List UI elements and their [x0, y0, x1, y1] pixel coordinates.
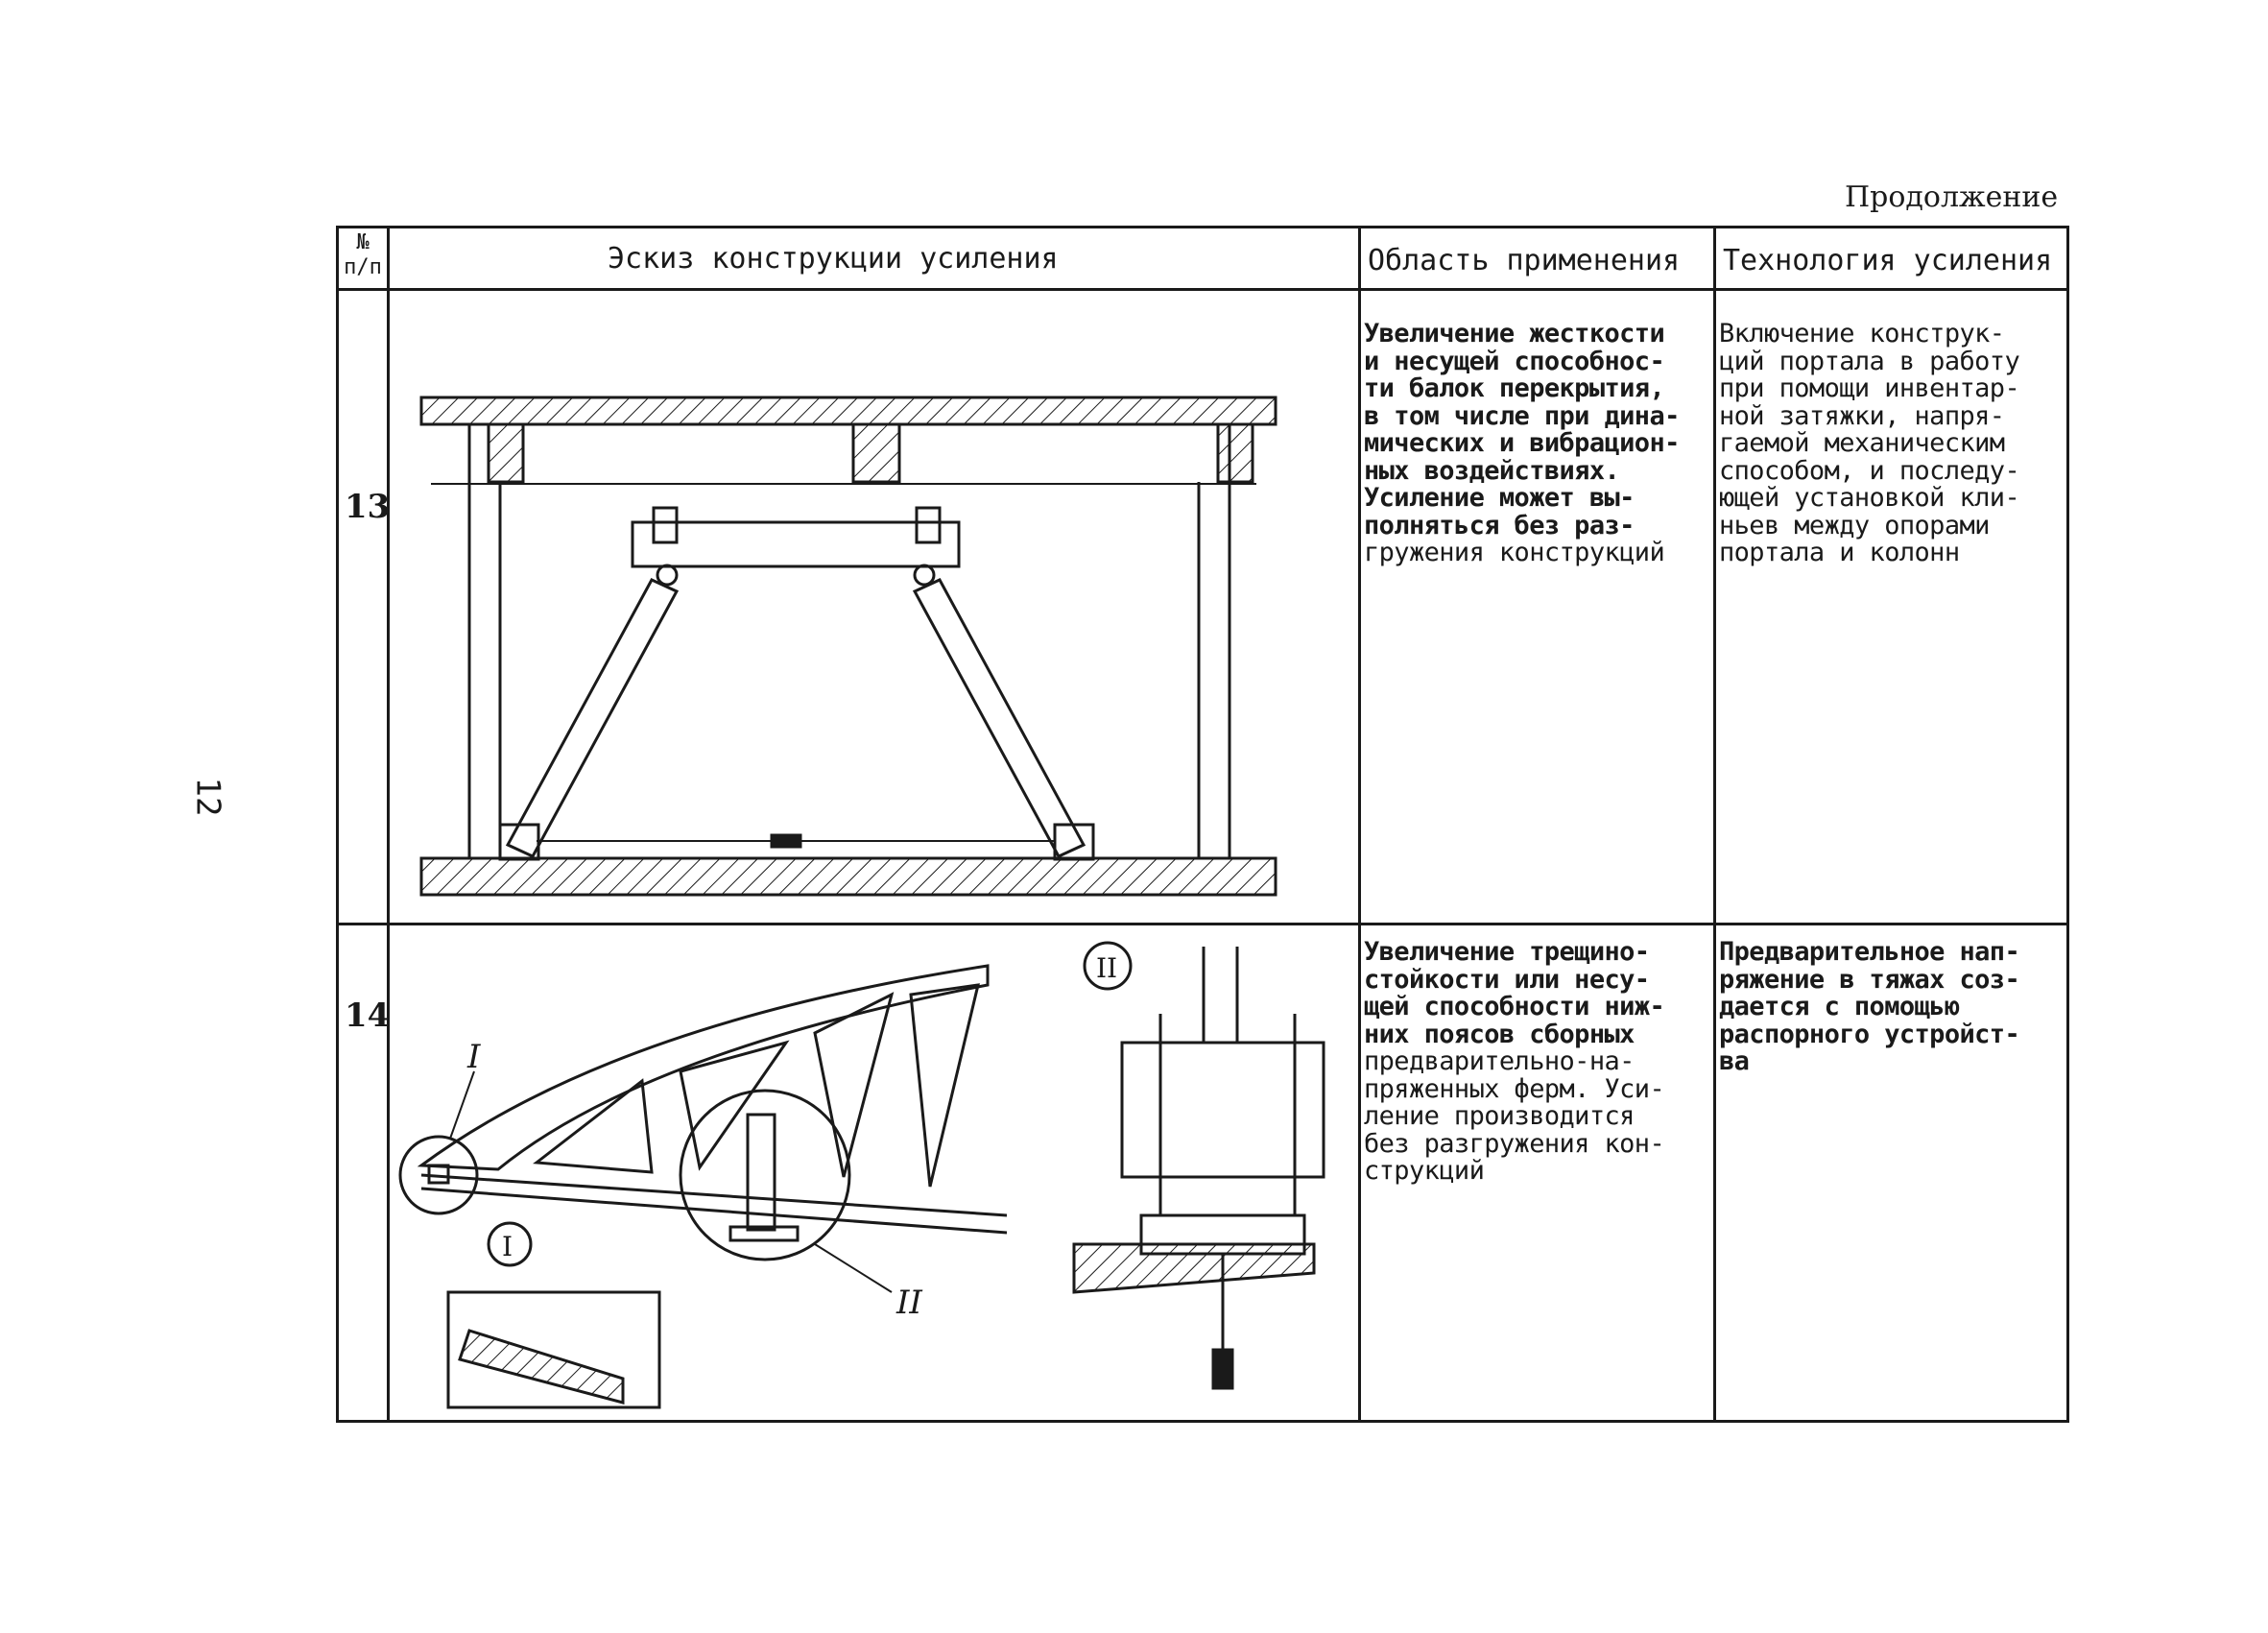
- row-14-scope-bold: Увеличение трещино- стойкости или несу- …: [1364, 937, 1665, 1049]
- continuation-label: Продолжение: [1845, 180, 2059, 214]
- column-divider-scope: [1713, 228, 1716, 1420]
- floor-slab-bottom: [419, 856, 1277, 897]
- label-node-one: I: [466, 1038, 481, 1076]
- header-sketch: Эскиз конструкции усиления: [608, 242, 1059, 276]
- label-detail-two: II: [1096, 952, 1117, 984]
- beam-left: [487, 422, 525, 484]
- portal-strut-left: [505, 578, 680, 858]
- column-divider-number: [387, 228, 390, 1420]
- portal-frame-sketch: [419, 396, 1277, 897]
- header-divider: [339, 288, 2066, 291]
- beam-right: [1216, 422, 1254, 484]
- row-14-technology: Предварительное нап- ряжение в тяжах соз…: [1719, 937, 2020, 1076]
- truss-top-chord: [417, 964, 990, 1171]
- header-number: № п/п: [344, 230, 382, 279]
- header-technology: Технология усиления: [1723, 244, 2053, 277]
- floor-slab-top: [419, 396, 1277, 426]
- row-13-scope-bold: Увеличение жесткости и несущей способнос…: [1364, 319, 1680, 540]
- truss-bottom-chord: [420, 1173, 1008, 1217]
- page-number: 12: [188, 777, 227, 817]
- truss-sketch: I I II II: [398, 941, 1325, 1409]
- detail-two-block: [1120, 1041, 1325, 1179]
- node-one-callout: [398, 1135, 479, 1215]
- detail-one-marker: [487, 1221, 533, 1267]
- portal-crossbeam: [631, 520, 961, 568]
- row-13-scope-regular: гружения конструкций: [1364, 538, 1665, 567]
- row-14-scope-regular: предварительно-на- пряженных ферм. Уси- …: [1364, 1046, 1665, 1186]
- node-two-callout: [679, 1089, 851, 1261]
- label-node-two: II: [895, 1284, 922, 1322]
- portal-strut-right: [912, 578, 1086, 858]
- reinforcement-table: № п/п Эскиз конструкции усиления Область…: [336, 226, 2069, 1423]
- row-13-technology: Включение конструк- ций портала в работу…: [1719, 319, 2020, 567]
- row-number-14: 14: [345, 997, 391, 1035]
- detail-two-marker: [1083, 941, 1133, 991]
- row-divider: [339, 923, 2066, 925]
- column-divider-sketch: [1358, 228, 1361, 1420]
- header-scope: Область применения: [1368, 244, 1681, 277]
- beam-middle: [851, 422, 901, 484]
- label-detail-one: I: [502, 1231, 513, 1262]
- row-number-13: 13: [345, 488, 391, 526]
